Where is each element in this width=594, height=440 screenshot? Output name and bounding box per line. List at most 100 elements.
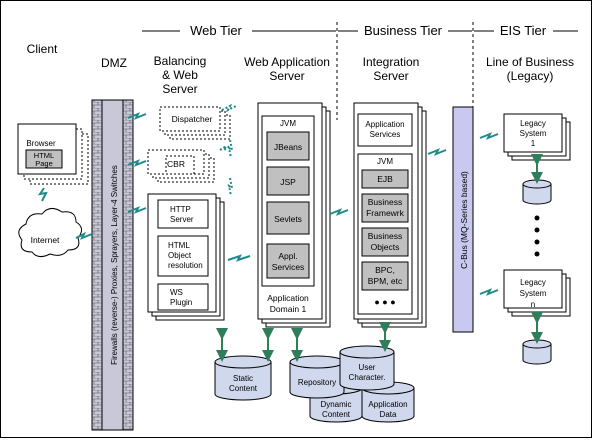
svg-text:JVM: JVM (280, 119, 296, 128)
business-objects-box (361, 227, 409, 257)
firewall-column: Firewalls (reverse-) Proxies, Sprayers, … (91, 99, 134, 431)
cbus-label: C-Bus (MQ-Series based) (459, 171, 469, 269)
svg-text:Content: Content (229, 384, 258, 393)
svg-text:EJB: EJB (377, 174, 393, 184)
user-character-db: User Character. (339, 345, 395, 391)
legacy-ellipsis-dots (534, 215, 540, 257)
svg-text:User: User (359, 363, 376, 372)
svg-text:Repository: Repository (298, 378, 336, 387)
dispatcher-node: Dispatcher (159, 106, 231, 140)
tier-eis-label: EIS Tier (500, 23, 547, 38)
svg-text:HTML: HTML (168, 241, 190, 250)
svg-text:Legacy: Legacy (520, 119, 546, 128)
svg-text:Objects: Objects (371, 242, 400, 252)
svg-text:System: System (520, 129, 547, 138)
jsp-box (266, 166, 310, 196)
column-client-label: Client (27, 42, 58, 56)
business-framework-box (361, 193, 409, 223)
svg-text:1: 1 (531, 139, 536, 148)
svg-text:Services: Services (272, 262, 305, 272)
svg-text:Internet: Internet (31, 235, 60, 245)
legacy-db-n (522, 339, 552, 365)
servlets-box (266, 201, 310, 235)
web-app-server-stack: JVM JBeans JSP Sevlets Appl. Services Ap… (257, 102, 331, 328)
cbr-node: CBR (147, 149, 215, 183)
firewall-label: Firewalls (reverse-) Proxies, Sprayers, … (110, 165, 119, 365)
legacy-system-n: Legacy System n (503, 269, 571, 317)
svg-text:HTML: HTML (34, 151, 54, 160)
svg-text:Legacy: Legacy (520, 278, 546, 287)
svg-text:Web Application: Web Application (244, 55, 330, 69)
svg-text:Business: Business (368, 231, 403, 241)
column-balancing-label: Balancing & Web Server (154, 54, 207, 96)
svg-text:BPC,: BPC, (375, 265, 395, 275)
svg-text:Dynamic: Dynamic (320, 400, 351, 409)
legacy-db-1 (522, 179, 552, 205)
column-webapp-label: Web Application Server (244, 55, 330, 83)
svg-text:Data: Data (380, 410, 397, 419)
svg-text:Server: Server (269, 69, 304, 83)
lightning-connectors (37, 103, 499, 296)
svg-text:Line of Business: Line of Business (486, 55, 574, 69)
svg-text:Server: Server (162, 82, 197, 96)
svg-text:& Web: & Web (162, 68, 198, 82)
svg-text:Page: Page (35, 159, 53, 168)
svg-text:Sevlets: Sevlets (274, 214, 302, 224)
svg-text:WS: WS (170, 288, 183, 297)
jbeans-box (266, 131, 310, 161)
domain-label: Application (267, 293, 309, 303)
svg-text:Appl.: Appl. (278, 251, 297, 261)
static-content-db: Static Content (214, 355, 272, 401)
svg-text:Services: Services (370, 130, 401, 139)
svg-text:CBR: CBR (167, 159, 185, 169)
svg-text:Server: Server (373, 69, 408, 83)
app-services-box (357, 113, 413, 147)
web-server-stack: HTTP Server HTML Object resolution WS Pl… (147, 193, 225, 321)
svg-text:JBeans: JBeans (274, 142, 302, 152)
svg-text:Application: Application (365, 120, 404, 129)
svg-text:(Legacy): (Legacy) (507, 69, 554, 83)
column-integration-label: Integration Server (363, 55, 420, 83)
tier-web-label: Web Tier (190, 23, 242, 38)
svg-text:BPM, etc: BPM, etc (368, 276, 403, 286)
tier-business-label: Business Tier (364, 23, 443, 38)
appl-services-box (266, 243, 310, 279)
browser-label: Browser (26, 139, 56, 148)
svg-text:JVM: JVM (377, 157, 393, 166)
svg-text:Domain 1: Domain 1 (270, 304, 307, 314)
more-dots: ● ● ● (374, 297, 395, 307)
column-lob-label: Line of Business (Legacy) (486, 55, 574, 83)
svg-text:Plugin: Plugin (170, 298, 192, 307)
cbus-column: C-Bus (MQ-Series based) (452, 106, 474, 333)
repository-db: Repository (289, 355, 345, 399)
bpc-box (361, 261, 409, 291)
ejb-box (361, 169, 409, 189)
svg-text:Content: Content (322, 410, 351, 419)
tier-separators (336, 22, 474, 120)
db-connectors (216, 154, 543, 362)
svg-text:Dispatcher: Dispatcher (172, 114, 213, 124)
svg-text:n: n (531, 300, 535, 309)
client-browser-stack: Browser HTML Page (17, 123, 89, 185)
svg-text:Application: Application (368, 400, 407, 409)
svg-text:Framewrk: Framewrk (366, 208, 405, 218)
integration-server-stack: Application Services JVM EJB Business Fr… (353, 102, 427, 328)
ws-plugin-box (157, 283, 209, 311)
svg-text:Static: Static (233, 374, 253, 383)
html-object-box (157, 235, 209, 277)
svg-text:JSP: JSP (280, 177, 296, 187)
html-page-box (25, 149, 63, 169)
svg-text:System: System (520, 289, 547, 298)
svg-text:Business: Business (368, 197, 403, 207)
svg-text:Object: Object (168, 251, 192, 260)
legacy-system-1: Legacy System 1 (503, 113, 571, 161)
svg-text:Balancing: Balancing (154, 54, 207, 68)
http-server-box (157, 199, 209, 229)
column-dmz-label: DMZ (101, 56, 127, 70)
svg-text:Character.: Character. (349, 373, 386, 382)
svg-text:resolution: resolution (168, 261, 203, 270)
svg-text:HTTP: HTTP (170, 205, 191, 214)
